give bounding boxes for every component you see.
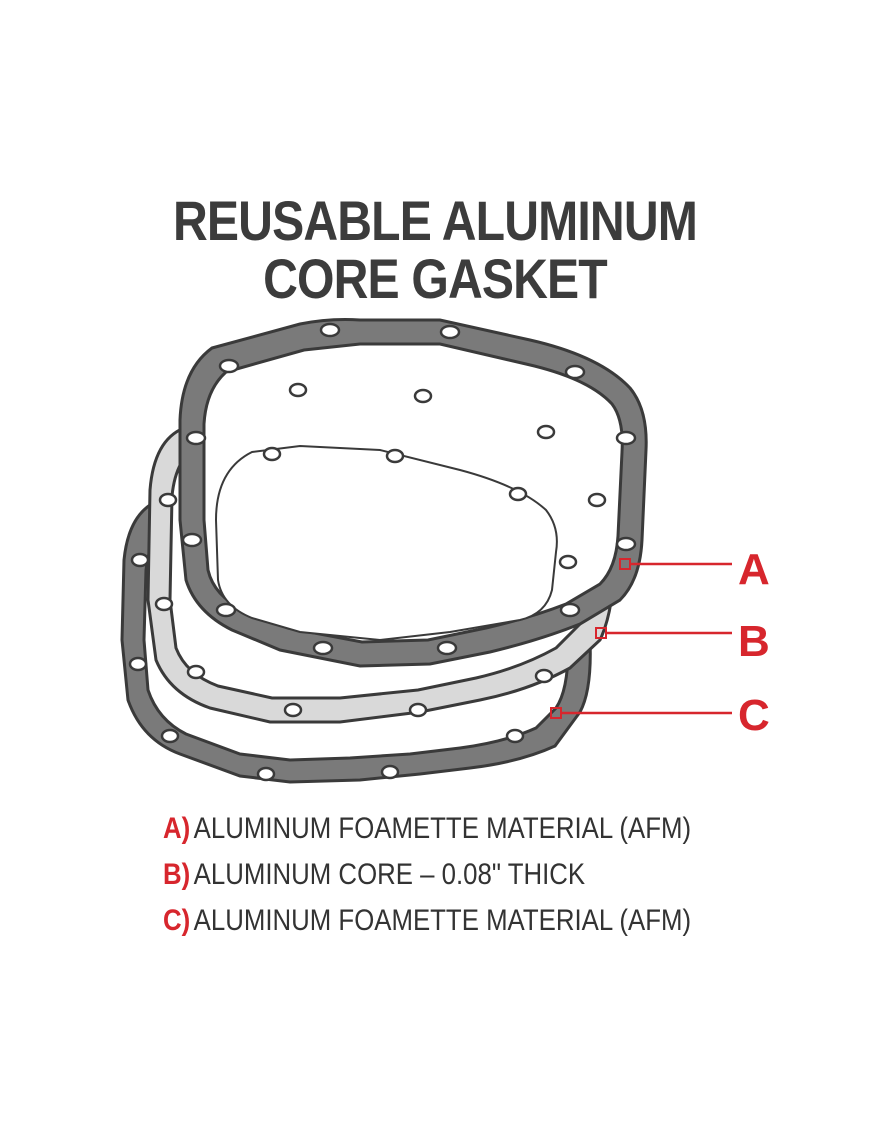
legend-item-a: A)ALUMINUM FOAMETTE MATERIAL (AFM) bbox=[163, 806, 713, 852]
legend-text-a: ALUMINUM FOAMETTE MATERIAL (AFM) bbox=[193, 812, 692, 845]
legend-key-c: C) bbox=[163, 904, 191, 937]
bolt-hole bbox=[436, 640, 458, 656]
bolt-hole bbox=[413, 388, 433, 404]
bolt-hole bbox=[508, 486, 528, 502]
callout-a-letter: A bbox=[738, 545, 770, 594]
bolt-hole bbox=[185, 430, 207, 446]
bolt-hole bbox=[186, 664, 206, 680]
bolt-hole bbox=[160, 728, 180, 744]
gasket-layer-a bbox=[178, 318, 648, 668]
bolt-hole bbox=[154, 596, 174, 612]
bolt-hole bbox=[615, 430, 637, 446]
bolt-hole bbox=[283, 702, 303, 718]
bolt-hole bbox=[262, 446, 282, 462]
bolt-hole bbox=[564, 364, 586, 380]
title-line-1: REUSABLE ALUMINUM bbox=[172, 189, 698, 252]
bolt-hole bbox=[218, 358, 240, 374]
legend-item-c: C)ALUMINUM FOAMETTE MATERIAL (AFM) bbox=[163, 898, 713, 944]
bolt-holes bbox=[128, 322, 637, 782]
bolt-hole bbox=[587, 492, 607, 508]
legend: A)ALUMINUM FOAMETTE MATERIAL (AFM) B)ALU… bbox=[163, 806, 803, 944]
bolt-hole bbox=[534, 668, 554, 684]
bolt-hole bbox=[380, 764, 400, 780]
bolt-hole bbox=[558, 554, 578, 570]
bolt-hole bbox=[559, 602, 581, 618]
bolt-hole bbox=[385, 448, 405, 464]
callout-b-letter: B bbox=[738, 617, 770, 666]
diagram-title: REUSABLE ALUMINUM CORE GASKET bbox=[0, 192, 870, 308]
bolt-hole bbox=[128, 656, 148, 672]
bolt-hole bbox=[256, 766, 276, 782]
callout-b: B bbox=[595, 617, 770, 666]
callout-c-letter: C bbox=[738, 691, 770, 740]
bolt-hole bbox=[615, 536, 637, 552]
bolt-hole bbox=[215, 602, 237, 618]
legend-item-b: B)ALUMINUM CORE – 0.08" THICK bbox=[163, 852, 713, 898]
callout-c: C bbox=[550, 691, 770, 740]
legend-text-b: ALUMINUM CORE – 0.08" THICK bbox=[193, 858, 586, 891]
bolt-hole bbox=[288, 382, 308, 398]
bolt-hole bbox=[181, 532, 203, 548]
bolt-hole bbox=[319, 322, 341, 338]
bolt-hole bbox=[130, 552, 150, 568]
bolt-hole bbox=[312, 640, 334, 656]
legend-key-b: B) bbox=[163, 858, 191, 891]
callout-a: A bbox=[619, 545, 770, 594]
bolt-hole bbox=[505, 728, 525, 744]
bolt-hole bbox=[158, 492, 178, 508]
bolt-hole bbox=[536, 424, 556, 440]
bolt-hole bbox=[439, 324, 461, 340]
legend-text-c: ALUMINUM FOAMETTE MATERIAL (AFM) bbox=[193, 904, 692, 937]
bolt-hole bbox=[408, 702, 428, 718]
title-line-2: CORE GASKET bbox=[263, 247, 608, 310]
legend-key-a: A) bbox=[163, 812, 191, 845]
